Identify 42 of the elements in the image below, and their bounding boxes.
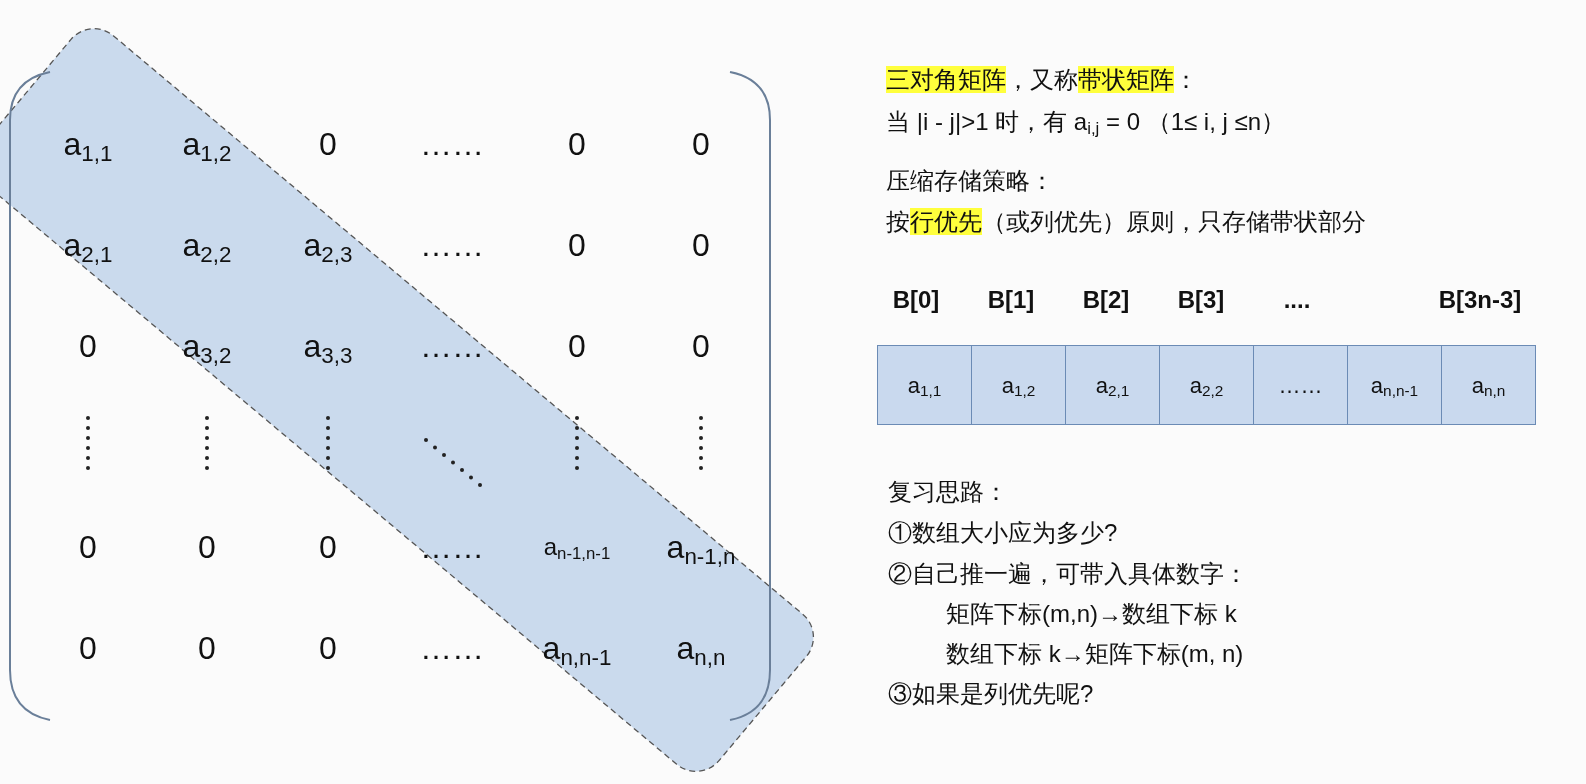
matrix-entry: …… [420,330,484,362]
matrix-entry: …… [420,632,484,664]
index-label: B[1] [987,288,1035,312]
array-cell: a$_{n,n}$ [1441,345,1536,425]
matrix-entry: 0 [568,229,586,261]
review-text: ①数组大小应为多少? [888,521,1118,545]
review-text: 矩阵下标(m,n)→数组下标 k [946,602,1237,626]
matrix-entry: 0 [692,330,710,362]
matrix-entry: 0 [79,632,97,664]
matrix-entry: …… [420,229,484,261]
index-label: .... [1283,288,1311,312]
index-label: B[3n-3] [1438,288,1522,312]
matrix-entry: a$_{n-1,n-1}$ [543,535,611,559]
matrix-entry: 0 [319,531,337,563]
index-label: B[0] [892,288,940,312]
review-text: 数组下标 k→矩阵下标(m, n) [946,642,1244,666]
matrix-entry: 0 [319,632,337,664]
array-cell: …… [1253,345,1348,425]
array-cell: a$_{n,n-1}$ [1347,345,1442,425]
index-label: B[2] [1082,288,1130,312]
heading-text: 三对角矩阵，又称带状矩阵： [886,68,1198,92]
matrix-entry: 0 [568,330,586,362]
review-text: ②自己推一遍，可带入具体数字： [888,562,1248,586]
array-cell: a$_{2,1}$ [1065,345,1160,425]
array-cell: a$_{1,2}$ [971,345,1066,425]
review-text: ③如果是列优先呢? [888,682,1094,706]
matrix-entry: 0 [198,531,216,563]
matrix-entry: 0 [692,229,710,261]
matrix-entry: …… [420,531,484,563]
matrix-entry: 0 [568,128,586,160]
strategy-text: 按行优先（或列优先）原则，只存储带状部分 [886,210,1366,234]
matrix-entry: 0 [79,531,97,563]
matrix-entry: 0 [692,128,710,160]
review-text: 复习思路： [888,480,1008,504]
matrix-entry: 0 [319,128,337,160]
array-cell: a$_{2,2}$ [1159,345,1254,425]
matrix-entry: 0 [79,330,97,362]
array-cell: a$_{1,1}$ [877,345,972,425]
index-label: B[3] [1177,288,1225,312]
matrix-entry: 0 [198,632,216,664]
matrix-entry: …… [420,128,484,160]
strategy-heading: 压缩存储策略： [886,169,1054,193]
